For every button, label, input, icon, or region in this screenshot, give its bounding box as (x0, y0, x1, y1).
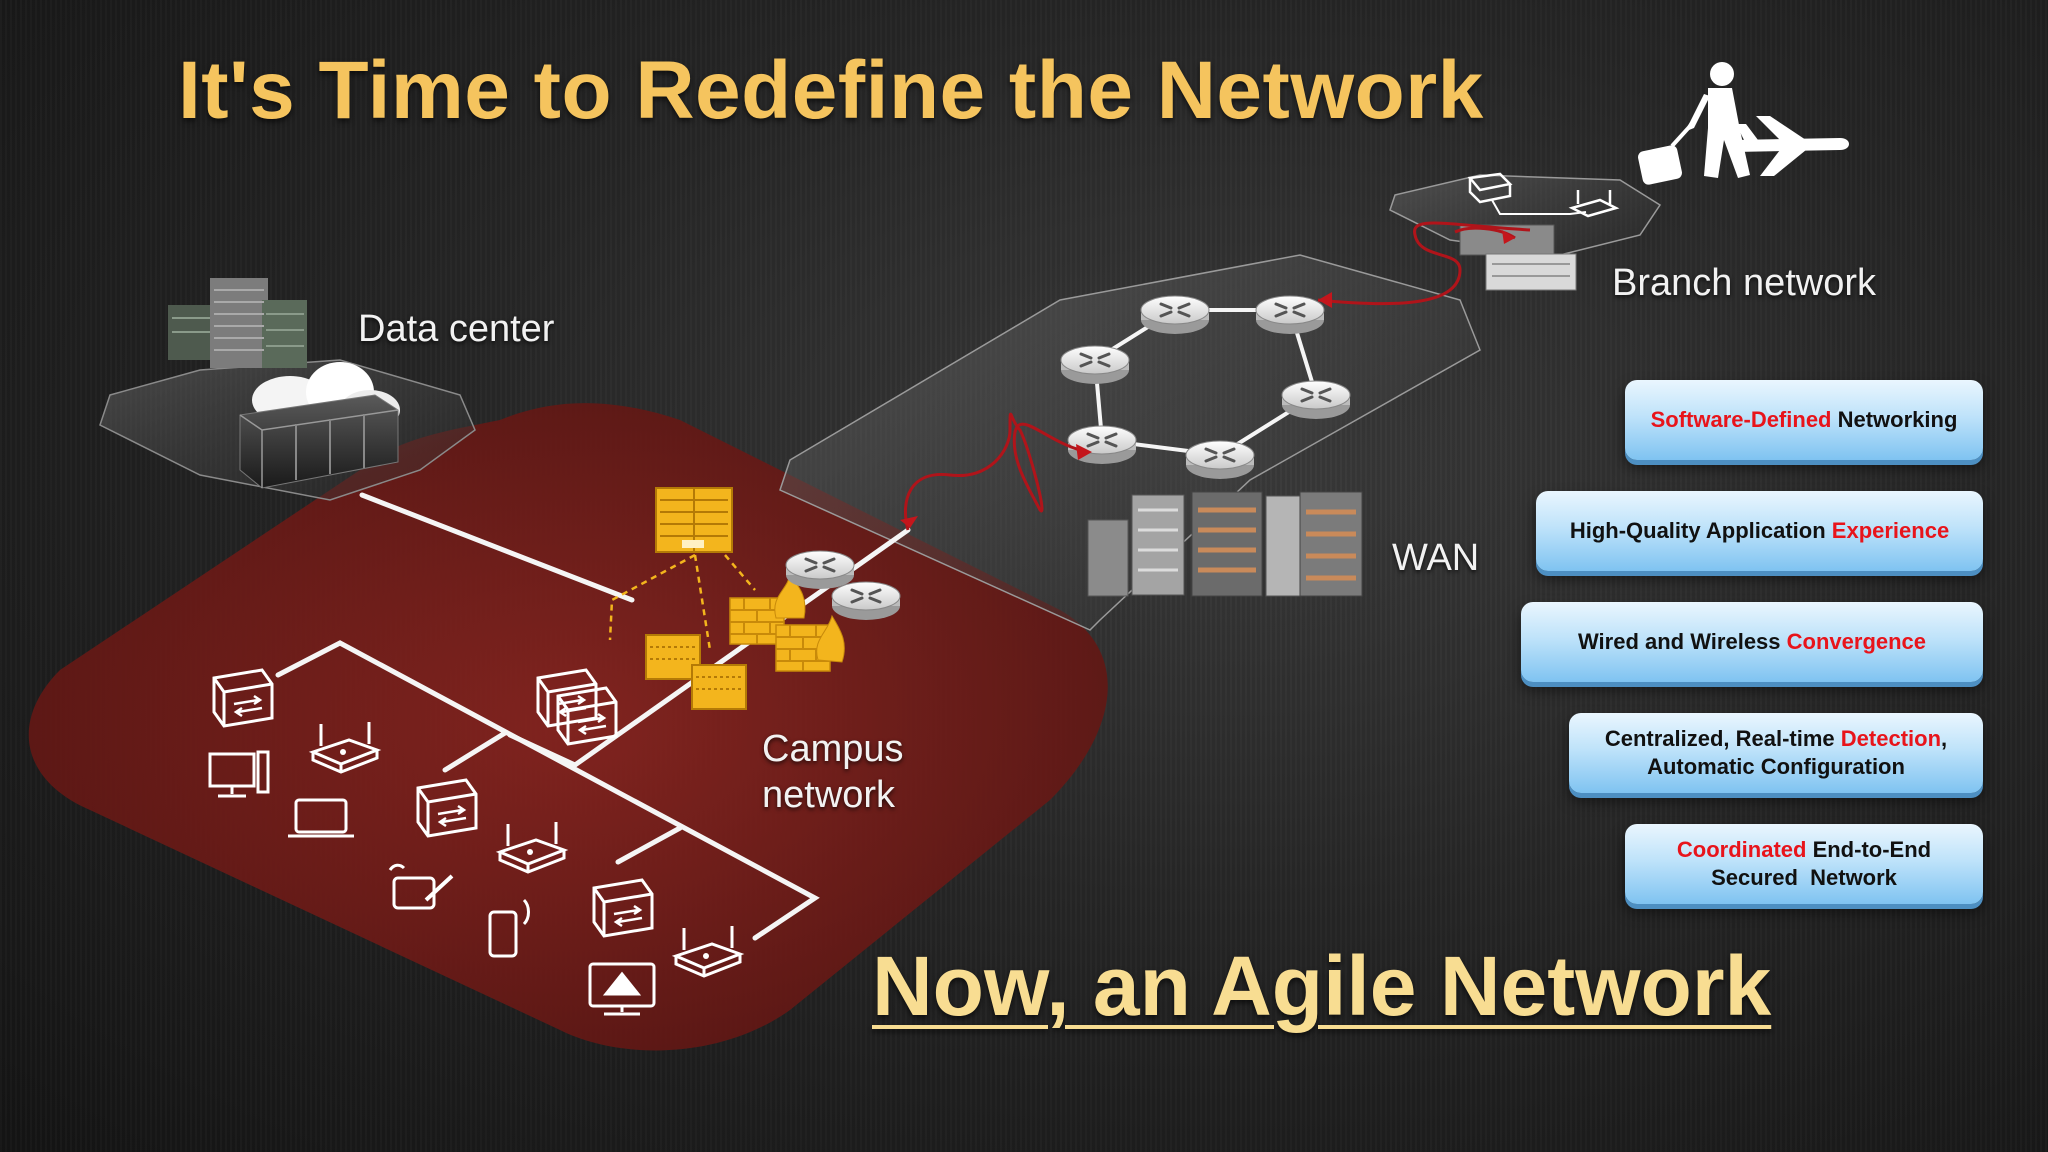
feature-detection-line2: Automatic Configuration (1647, 754, 1905, 779)
monitor-icon (588, 962, 656, 1016)
feature-convergence-highlight: Convergence (1786, 629, 1927, 654)
feature-security-highlight: Coordinated (1676, 837, 1807, 862)
airplane-icon (1734, 116, 1849, 176)
feature-detection-line1: Centralized, Real-time Detection, (1605, 725, 1947, 753)
desktop-icon (208, 750, 270, 798)
feature-detection-lead: Centralized, Real-time (1604, 726, 1841, 751)
campus-label-line1: Campus (762, 728, 904, 770)
feature-app-experience-lead: High-Quality Application (1569, 518, 1832, 543)
feature-app-experience: High-Quality Application Experience (1536, 491, 1983, 571)
feature-convergence: Wired and Wireless Convergence (1521, 602, 1983, 682)
feature-security-line1: Coordinated End-to-End (1677, 836, 1931, 864)
security-links (608, 553, 756, 651)
feature-sdn-text: Software-Defined Networking (1651, 406, 1958, 434)
server-rack-icon (239, 394, 399, 489)
data-center-building-icon (168, 278, 307, 368)
data-center-label: Data center (358, 308, 555, 350)
feature-security: Coordinated End-to-End Secured Network (1625, 824, 1983, 904)
feature-sdn: Software-Defined Networking (1625, 380, 1983, 460)
security-server-icon (655, 487, 733, 553)
feature-detection: Centralized, Real-time Detection, Automa… (1569, 713, 1983, 793)
smartphone-icon (488, 898, 530, 958)
feature-sdn-rest: Networking (1831, 407, 1958, 432)
red-arrowheads (900, 230, 1515, 528)
feature-detection-tail: , (1941, 726, 1948, 751)
feature-convergence-lead: Wired and Wireless (1577, 629, 1787, 654)
laptop-icon (288, 798, 354, 838)
tablet-icon (388, 863, 454, 910)
campus-network-label: Campus network (762, 726, 904, 818)
traveler-icon (1638, 62, 1750, 185)
feature-security-rest: End-to-End (1806, 837, 1932, 862)
page-title: It's Time to Redefine the Network (178, 45, 1484, 136)
feature-app-experience-highlight: Experience (1831, 518, 1950, 543)
feature-app-experience-text: High-Quality Application Experience (1570, 517, 1949, 545)
feature-detection-highlight: Detection (1840, 726, 1942, 751)
branch-network-label: Branch network (1612, 262, 1877, 304)
tagline: Now, an Agile Network (872, 939, 1772, 1033)
core-switch-icon (645, 634, 747, 710)
wan-chassis-icon (1087, 491, 1363, 597)
campus-label-line2: network (762, 774, 896, 816)
wan-label: WAN (1392, 537, 1480, 579)
feature-convergence-text: Wired and Wireless Convergence (1578, 628, 1926, 656)
feature-sdn-highlight: Software-Defined (1650, 407, 1832, 432)
feature-security-line2: Secured Network (1711, 865, 1897, 890)
